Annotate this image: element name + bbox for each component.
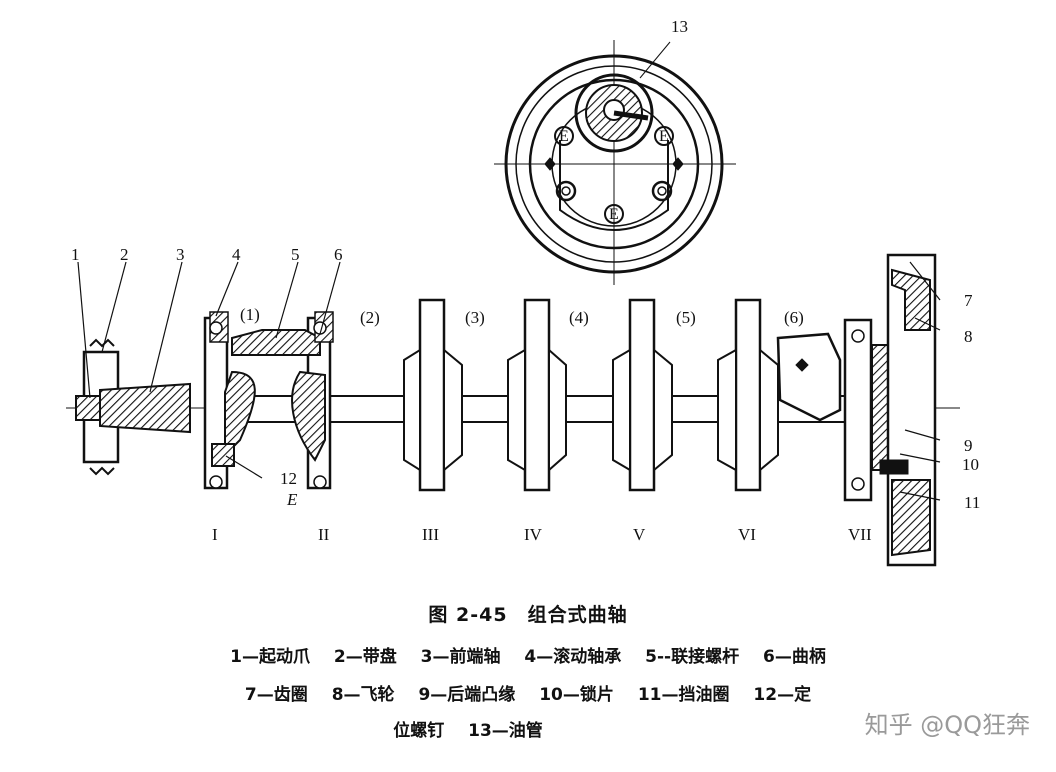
legend-item: 2—带盘 [333, 647, 397, 667]
label-11: 11 [964, 493, 980, 512]
legend-line-1: 1—起动爪 2—带盘 3—前端轴 4—滚动轴承 5--联接螺杆 6—曲柄 [0, 642, 1056, 667]
bearing-label-2: II [318, 525, 330, 544]
bearing-label-3: III [422, 525, 439, 544]
label-8: 8 [964, 327, 973, 346]
leader-lines [77, 261, 941, 501]
bearing-labels: I II III IV V VI VII [212, 525, 872, 544]
label-7: 7 [964, 291, 973, 310]
legend-item: 10—锁片 [539, 685, 614, 705]
bearing-label-5: V [633, 525, 646, 544]
crankshaft-side-view [66, 253, 960, 567]
legend-item: 位螺钉 [393, 721, 445, 741]
label-1: 1 [71, 245, 80, 264]
legend-item: 9—后端凸缘 [418, 685, 516, 705]
crank-label-2: (2) [360, 308, 380, 327]
label-9: 9 [964, 436, 973, 455]
legend-item: 12—定 [753, 685, 812, 705]
crank-label-4: (4) [569, 308, 589, 327]
label-4: 4 [232, 245, 241, 264]
label-13: 13 [671, 17, 688, 36]
end-view [494, 40, 736, 285]
crank-label-6: (6) [784, 308, 804, 327]
label-5: 5 [291, 245, 300, 264]
marker-e-right: E [659, 128, 669, 145]
label-3: 3 [176, 245, 185, 264]
legend-item: 8—飞轮 [331, 685, 395, 705]
legend-line-3: 位螺钉 13—油管 [0, 716, 1056, 741]
legend-item: 7—齿圈 [244, 685, 308, 705]
watermark: 知乎 @QQ狂奔 [864, 711, 1030, 739]
crank-label-5: (5) [676, 308, 696, 327]
legend-item: 13—油管 [468, 721, 543, 741]
label-2: 2 [120, 245, 129, 264]
legend-item: 6—曲柄 [763, 647, 826, 667]
crank-label-1: (1) [240, 305, 260, 324]
crank-label-3: (3) [465, 308, 485, 327]
crankshaft-diagram: 13 1 2 3 4 5 6 7 8 9 10 11 12 E E E E (1… [66, 17, 980, 567]
bearing-label-4: IV [524, 525, 543, 544]
legend-item: 4—滚动轴承 [524, 647, 622, 667]
bearing-label-6: VI [738, 525, 756, 544]
legend-item: 3—前端轴 [420, 647, 501, 667]
legend-item: 5--联接螺杆 [645, 647, 740, 667]
bearing-label-7: VII [848, 525, 872, 544]
label-12: 12 [280, 469, 297, 488]
legend-item: 1—起动爪 [230, 647, 310, 667]
marker-e-side: E [286, 490, 298, 509]
legend-line-2: 7—齿圈 8—飞轮 9—后端凸缘 10—锁片 11—挡油圈 12—定 [0, 680, 1056, 705]
marker-e-bottom: E [609, 206, 619, 223]
legend-item: 11—挡油圈 [637, 685, 730, 705]
marker-e-left: E [559, 128, 569, 145]
figure-title: 图 2-45 组合式曲轴 [428, 604, 628, 626]
label-10: 10 [962, 455, 979, 474]
bearing-label-1: I [212, 525, 218, 544]
crank-labels: (1) (2) (3) (4) (5) (6) [240, 305, 804, 327]
part-labels: 13 1 2 3 4 5 6 7 8 9 10 11 12 [71, 17, 980, 512]
label-6: 6 [334, 245, 343, 264]
e-markers: E E E E [286, 128, 669, 509]
